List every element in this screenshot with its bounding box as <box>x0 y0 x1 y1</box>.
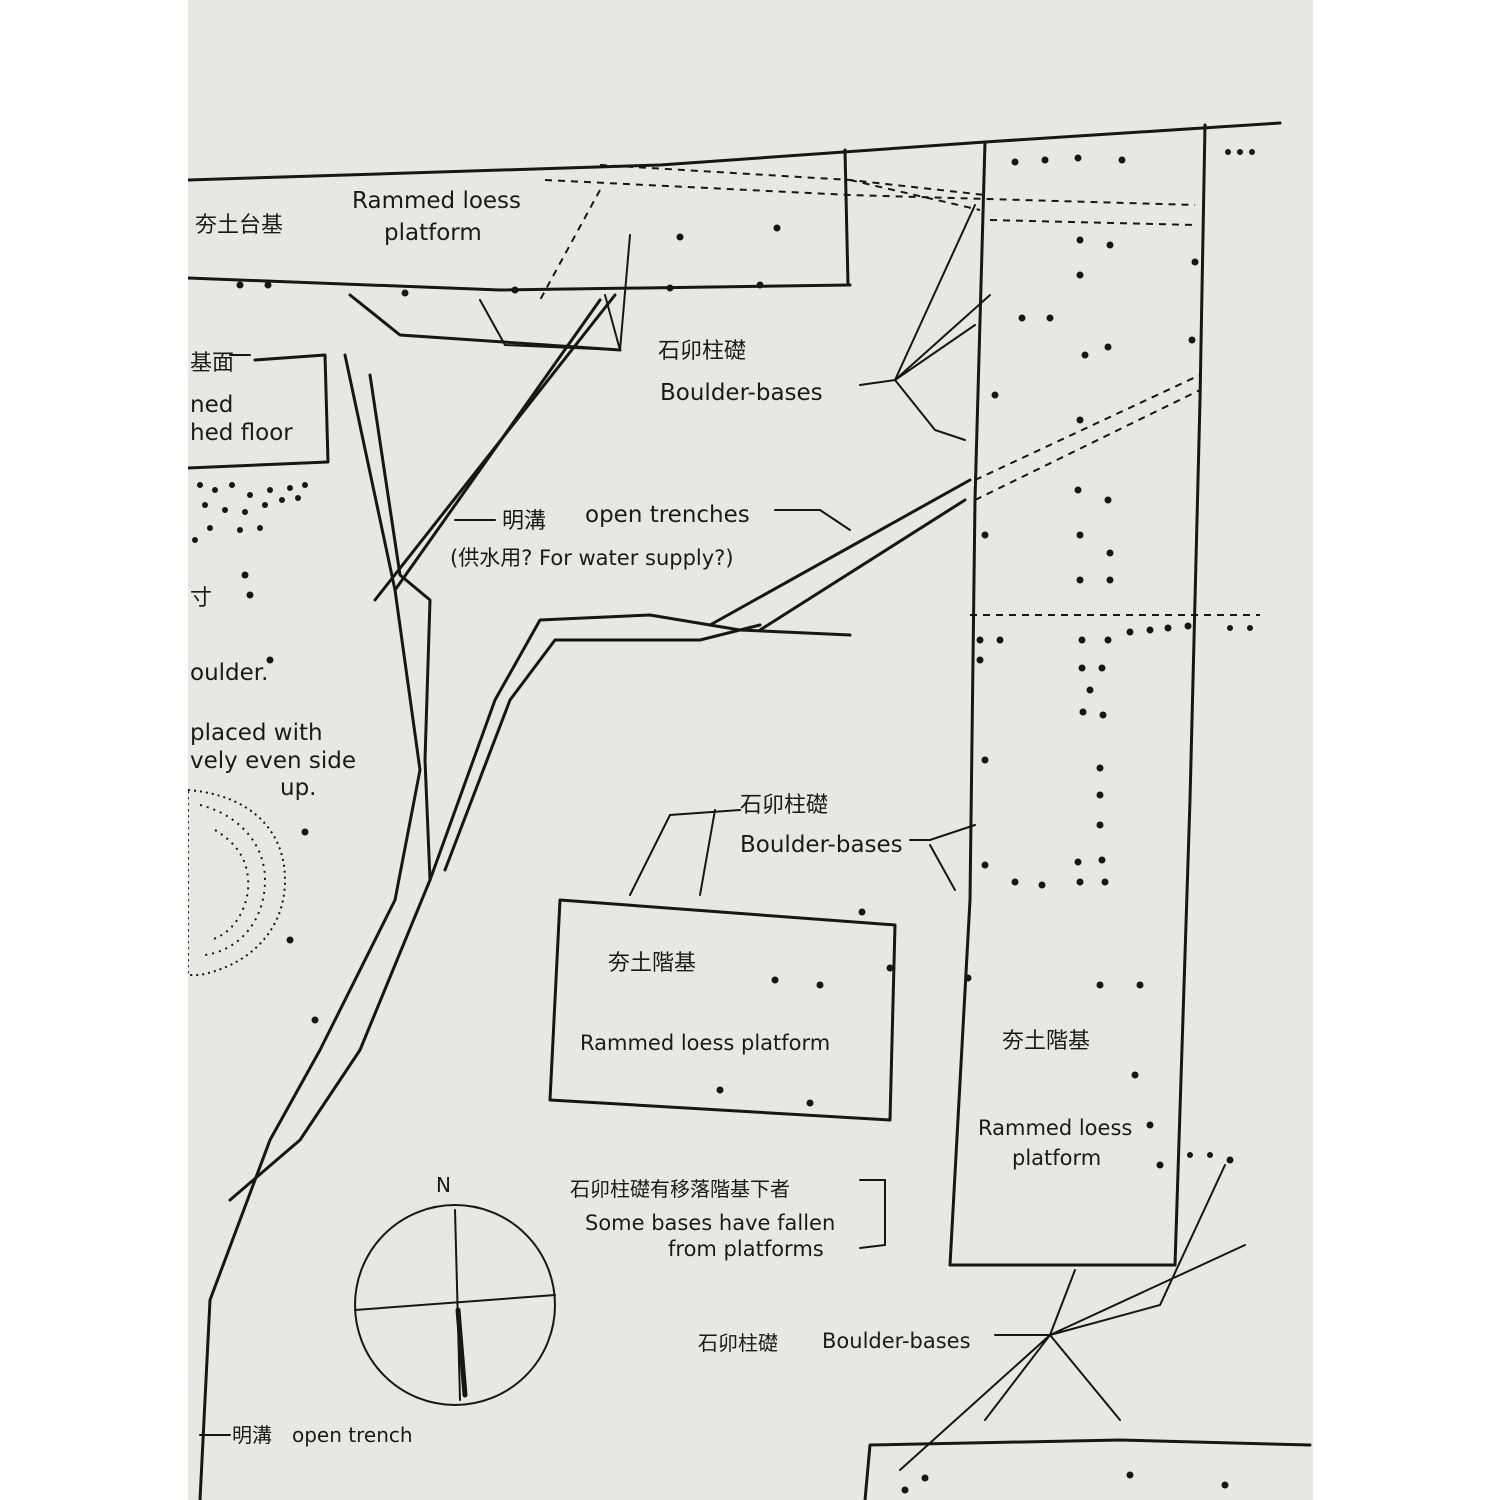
bottom-right-structure <box>863 1438 1312 1500</box>
bottom-trench-zh-label: 明溝 <box>232 1423 272 1447</box>
left-cut-label-3: placed with <box>190 720 323 746</box>
dotted-boulder <box>188 788 287 976</box>
floor-outline <box>188 353 330 470</box>
floor-en-label-1: ned <box>190 392 233 418</box>
right-platform-en-label-1: Rammed loess <box>978 1116 1132 1140</box>
top-platform-en-label-1: Rammed loess <box>352 188 521 214</box>
trenches-note-label: (供水用? For water supply?) <box>450 546 734 570</box>
site-plan-drawing: 夯土台基 Rammed loess platform 基面 ned hed fl… <box>188 121 1312 1500</box>
boulder-bottom-zh-label: 石卯柱礎 <box>698 1331 778 1355</box>
left-cut-label-4: vely even side <box>190 748 356 774</box>
fallen-en-label-1: Some bases have fallen <box>585 1211 835 1235</box>
sketch-paper: 夯土台基 Rammed loess platform 基面 ned hed fl… <box>188 0 1313 1500</box>
right-platform-outline <box>948 123 1207 1267</box>
boulder-top-en-label: Boulder-bases <box>660 380 823 406</box>
right-platform-en-label-2: platform <box>1012 1146 1101 1170</box>
boulder-mid-zh-label: 石卯柱礎 <box>740 793 828 818</box>
left-cut-label-1: 寸 <box>190 586 212 611</box>
boulder-bottom-en-label: Boulder-bases <box>822 1329 971 1353</box>
right-platform-zh-label: 夯土階基 <box>1002 1029 1090 1054</box>
dashed-lines <box>539 164 1260 616</box>
gravel-cluster <box>192 482 308 543</box>
branch-trench <box>428 478 972 882</box>
main-trench <box>198 293 617 1500</box>
mid-platform-outline <box>548 898 897 1122</box>
top-platform-en-label-2: platform <box>384 220 482 246</box>
leader-lines <box>199 204 1246 1471</box>
boulder-mid-en-label: Boulder-bases <box>740 832 903 858</box>
fallen-zh-label: 石卯柱礎有移落階基下者 <box>570 1177 790 1201</box>
column-base-dots <box>236 149 1255 1494</box>
left-cut-label-2: oulder. <box>190 660 268 686</box>
trenches-zh-label: 明溝 <box>502 509 546 534</box>
top-platform-zh-label: 夯土台基 <box>195 213 283 238</box>
mid-platform-en-label: Rammed loess platform <box>580 1031 830 1055</box>
north-label: N <box>436 1173 451 1197</box>
left-cut-label-5: up. <box>280 775 317 801</box>
trenches-en-label: open trenches <box>585 502 750 528</box>
north-arrow <box>354 1204 556 1406</box>
floor-en-label-2: hed floor <box>190 420 293 446</box>
boulder-top-zh-label: 石卯柱礎 <box>658 339 746 364</box>
fallen-en-label-2: from platforms <box>668 1237 824 1261</box>
mid-platform-zh-label: 夯土階基 <box>608 951 696 976</box>
bottom-trench-en-label: open trench <box>292 1423 413 1447</box>
floor-zh-label: 基面 <box>190 351 234 376</box>
top-platform-outline <box>188 121 1282 352</box>
